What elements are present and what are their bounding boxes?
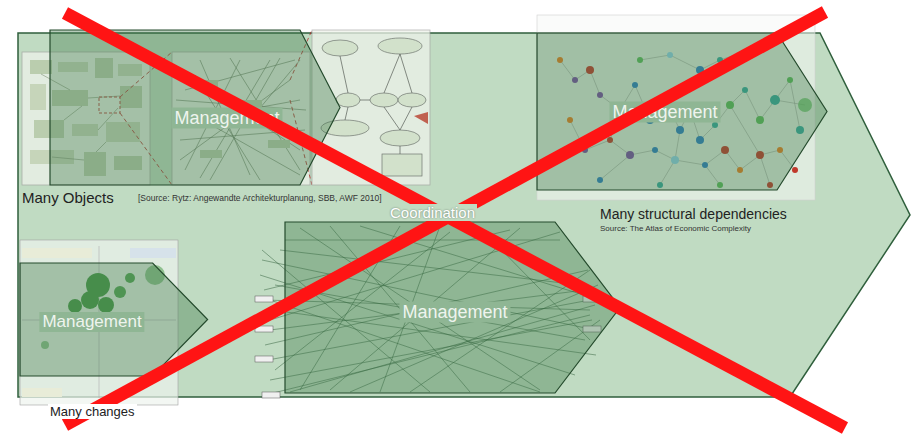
node-label: Management	[39, 312, 144, 332]
management-pentagon: Management	[537, 33, 827, 190]
node-label: Management	[609, 102, 720, 123]
source-note: [Source: Rytz: Angewandte Architekturpla…	[136, 193, 384, 203]
node-text-area: Management	[39, 312, 144, 332]
management-pentagon: Management	[20, 263, 208, 376]
section-label: Coordination	[388, 204, 477, 221]
node-text-area: Management	[171, 108, 282, 129]
source-note: Source: The Atlas of Economic Complexity	[598, 224, 753, 233]
management-pentagon: Management	[50, 30, 340, 185]
pentagon-shape	[285, 222, 620, 393]
management-pentagon: Management	[285, 222, 620, 393]
caption: Many Objects	[20, 189, 116, 206]
pentagon-shape	[20, 263, 208, 376]
cross-stroke	[65, 12, 825, 425]
node-text-area: Management	[399, 302, 510, 323]
node-label: Management	[171, 108, 282, 129]
caption: Many changes	[48, 404, 137, 419]
node-text-area: Management	[609, 102, 720, 123]
cross-stroke	[65, 13, 845, 428]
pentagon-shape	[537, 33, 827, 190]
objects-illustration	[22, 30, 430, 185]
pentagon-shape	[50, 30, 340, 185]
caption: Many structural dependencies	[598, 206, 789, 222]
node-label: Management	[399, 302, 510, 323]
